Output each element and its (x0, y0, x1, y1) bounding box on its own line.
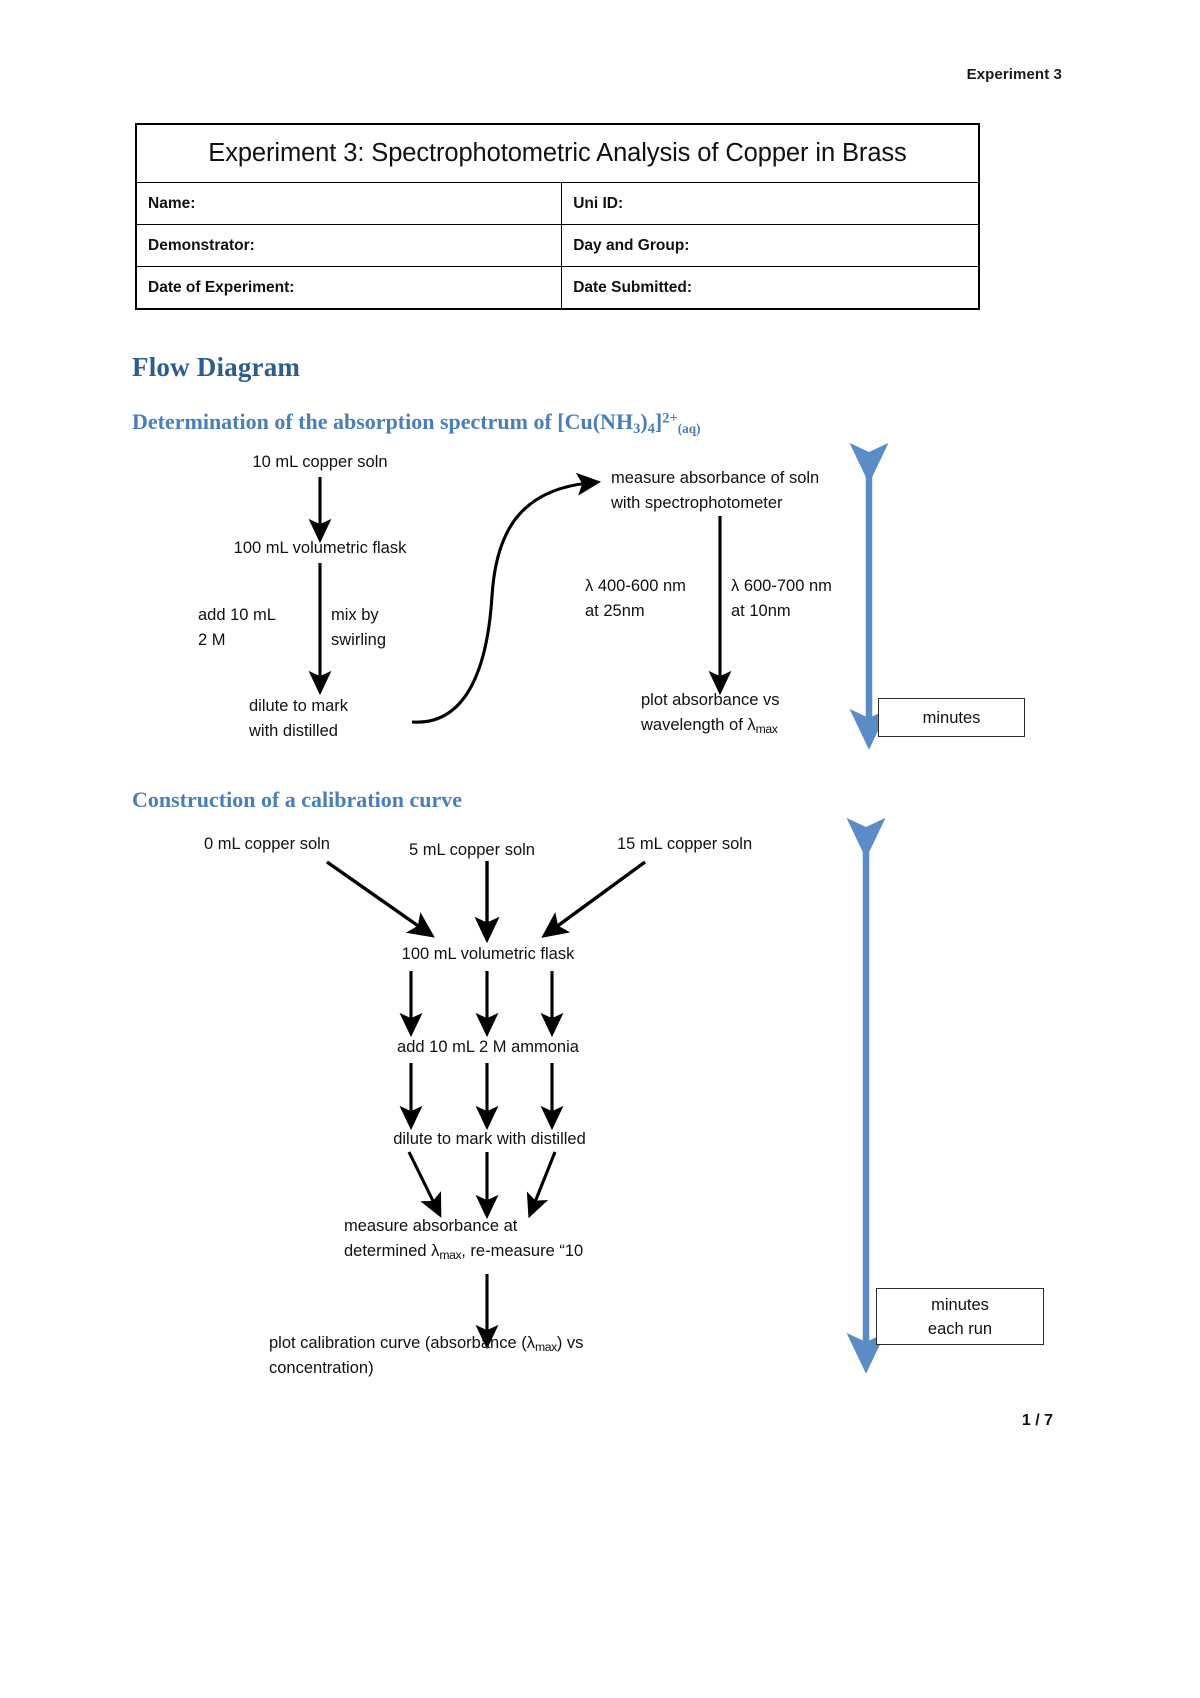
step-soln-5ml: 5 mL copper soln (409, 841, 535, 859)
page-number: 1 / 7 (1021, 1412, 1053, 1429)
timing-box-line2: each run (927, 1319, 993, 1338)
arrow-soln0-to-flask (326, 860, 435, 938)
section-heading-calibration-curve: Construction of a calibration curve (132, 787, 462, 812)
step-measure-absorbance-line1: measure absorbance of soln (611, 469, 820, 487)
heading-bracket: ] (654, 409, 663, 434)
arrow-soln15-to-flask (541, 860, 647, 938)
heading-sub-4: 4 (647, 421, 655, 438)
step-copper-soln: 10 mL copper soln (252, 453, 388, 471)
measure-line2-prefix: determined λ (344, 1242, 440, 1260)
step-plot-absorbance-line2: wavelength of λmax (641, 713, 778, 742)
field-date-submitted-label: Date Submitted: (561, 266, 980, 310)
heading-state-aq: (aq) (677, 420, 701, 436)
arrow-dilute-to-measure-1 (407, 1151, 442, 1218)
field-name-label: Name: (135, 182, 563, 225)
step-wavelength-range1-line2: at 25nm (585, 602, 645, 620)
arrow-dilute-to-measure-curved (411, 472, 602, 724)
step-wavelength-range2-line2: at 10nm (731, 602, 791, 620)
field-day-group-label: Day and Group: (561, 224, 980, 267)
step-soln-15ml: 15 mL copper soln (617, 835, 753, 853)
plot-line2-prefix: wavelength of λ (641, 716, 756, 734)
step-wavelength-range2-line1: λ 600-700 nm (731, 577, 832, 595)
step-dilute-line2: with distilled (249, 722, 338, 740)
field-demonstrator-label: Demonstrator: (135, 224, 563, 267)
lambda-max-subscript: max (439, 1248, 462, 1263)
step-mix-line2: swirling (331, 631, 387, 649)
arrow-dilute-to-measure-3 (526, 1151, 557, 1219)
page-title: Experiment 3: Spectrophotometric Analysi… (135, 123, 980, 183)
step-measure-absorbance-calibration-line2: determined λmax, re-measure “10 (344, 1239, 583, 1268)
table-row: Demonstrator: Day and Group: (135, 224, 980, 267)
experiment-info-table: Experiment 3: Spectrophotometric Analysi… (135, 123, 980, 310)
step-plot-calibration-line1: plot calibration curve (absorbance (λmax… (269, 1331, 583, 1360)
step-dilute-calibration: dilute to mark with distilled (393, 1130, 586, 1148)
heading-text-mid: ) (640, 409, 648, 434)
step-measure-absorbance-calibration-line1: measure absorbance at (344, 1217, 518, 1235)
measure-line2-suffix: , re-measure “10 (461, 1242, 584, 1260)
step-add-ammonia-line2: 2 M (198, 631, 226, 649)
step-plot-absorbance-line1: plot absorbance vs (641, 691, 780, 709)
table-row-title: Experiment 3: Spectrophotometric Analysi… (135, 123, 980, 183)
plot-calibration-suffix: ) vs (556, 1334, 584, 1352)
heading-charge: 2+ (662, 410, 678, 427)
timing-box-spectrum: minutes (878, 698, 1025, 737)
step-measure-absorbance-line2: with spectrophotometer (611, 494, 783, 512)
lambda-max-subscript: max (755, 722, 778, 737)
step-mix-line1: mix by (331, 606, 379, 624)
table-row: Date of Experiment: Date Submitted: (135, 266, 980, 310)
section-heading-flow-diagram: Flow Diagram (132, 352, 301, 382)
plot-calibration-prefix: plot calibration curve (absorbance (λ (269, 1334, 535, 1352)
lambda-max-subscript: max (534, 1340, 557, 1355)
step-add-ammonia-line1: add 10 mL (198, 606, 276, 624)
step-dilute-line1: dilute to mark (249, 697, 349, 715)
step-plot-calibration-line2: concentration) (269, 1359, 374, 1377)
step-add-ammonia-calibration: add 10 mL 2 M ammonia (397, 1038, 579, 1056)
heading-sub-3: 3 (633, 421, 641, 438)
running-header: Experiment 3 (966, 66, 1062, 83)
table-row: Name: Uni ID: (135, 182, 980, 225)
step-wavelength-range1-line1: λ 400-600 nm (585, 577, 686, 595)
timing-box-line1: minutes (931, 1295, 989, 1314)
field-date-experiment-label: Date of Experiment: (135, 266, 563, 310)
timing-box-calibration: minutes each run (876, 1288, 1044, 1345)
step-volumetric-flask: 100 mL volumetric flask (233, 539, 407, 557)
step-soln-0ml: 0 mL copper soln (204, 835, 330, 853)
section-heading-absorption-spectrum: Determination of the absorption spectrum… (132, 409, 701, 438)
field-uni-id-label: Uni ID: (561, 182, 980, 225)
heading-text-prefix: Determination of the absorption spectrum… (132, 409, 634, 434)
step-volumetric-flask-calibration: 100 mL volumetric flask (401, 945, 575, 963)
